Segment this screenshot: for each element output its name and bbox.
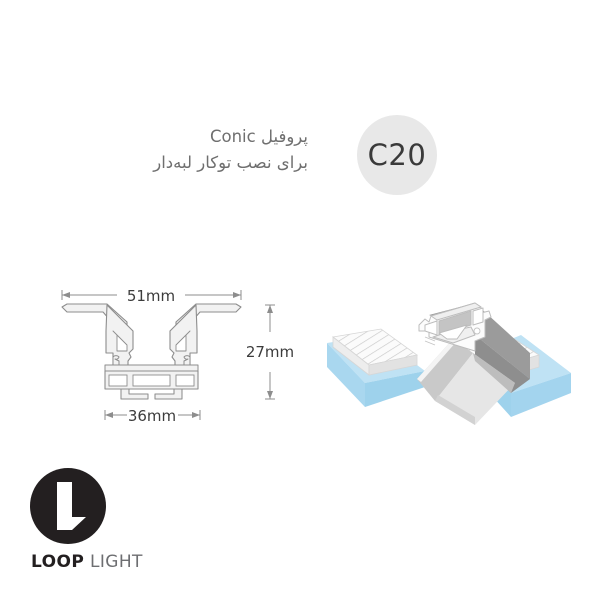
product-title-line-1: پروفیل Conic: [209, 127, 308, 146]
dimension-height-right: [265, 304, 275, 400]
logo-letter-l: [57, 482, 86, 530]
installation-3d-render: [325, 275, 575, 425]
product-title-line-2: برای نصب توکار لبه‌دار: [153, 152, 308, 172]
technical-cross-section-drawing: 51mm: [45, 275, 320, 440]
brand-logo: LOOP LIGHT: [30, 468, 190, 578]
profile-cross-section-shape: [61, 303, 242, 400]
brand-word-primary: LOOP: [31, 552, 85, 572]
profile-head-detail: [418, 302, 492, 352]
brand-wordmark: LOOP LIGHT: [31, 552, 143, 572]
product-title-block: پروفیل Conic برای نصب توکار لبه‌دار: [153, 124, 308, 175]
dimension-label-height-right: 27mm: [246, 343, 294, 361]
dimension-label-width-top: 51mm: [127, 287, 175, 305]
product-code-badge: C20: [357, 115, 437, 195]
ceiling-panel-left: [327, 328, 425, 407]
dimension-width-bottom: [104, 410, 201, 420]
brand-word-secondary: LIGHT: [90, 552, 143, 572]
product-code-label: C20: [367, 138, 427, 172]
loop-light-logo-mark: [30, 468, 106, 544]
dimension-label-width-bottom: 36mm: [128, 407, 176, 425]
header: پروفیل Conic برای نصب توکار لبه‌دار: [0, 110, 600, 210]
dimension-width-top: [61, 290, 242, 300]
